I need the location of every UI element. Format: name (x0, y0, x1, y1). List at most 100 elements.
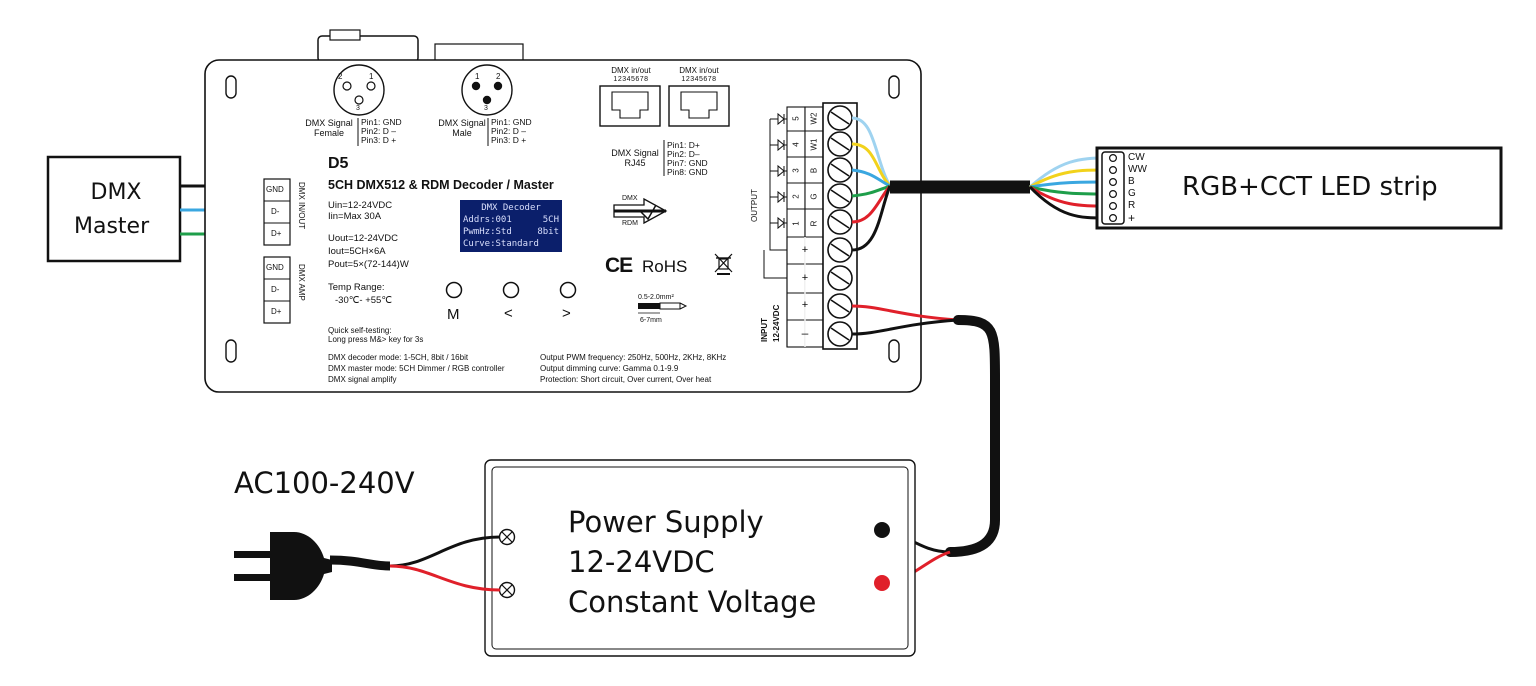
screw-terminals (822, 102, 858, 350)
rohs-mark: RoHS (642, 257, 688, 276)
dmx-amp-label: DMX AMP (297, 264, 306, 301)
left-terminal-dplus: D+ (271, 229, 282, 238)
dmx-inout-label: DMX IN/OUT (297, 182, 306, 230)
mount-hole-br (888, 339, 900, 363)
xlr-female-pin2: 2 (338, 72, 343, 81)
input-minus: – (801, 326, 809, 340)
rj45-port-1 (599, 85, 661, 127)
weee-bin-icon (714, 253, 733, 275)
ce-mark: CE (605, 254, 633, 277)
dmx-rdm-arrow (613, 197, 668, 225)
strip-wires (1028, 156, 1107, 220)
psu-line2: 12-24VDC (568, 545, 715, 579)
wire-gauge-label: 0.5-2.0mm² (638, 294, 674, 301)
psu-positive-terminal (874, 575, 890, 591)
ch3-num: 3 (791, 168, 801, 173)
button-left-label[interactable]: < (504, 305, 513, 322)
self-test: Quick self-testing:Long press M&> key fo… (328, 326, 424, 344)
left-terminal-gnd: GND (266, 185, 284, 194)
button-m-label[interactable]: M (447, 306, 460, 323)
output-plus-2: + (801, 272, 809, 284)
power-supply-label: Power Supply 12-24VDC Constant Voltage (568, 502, 816, 622)
power-supply-outer (484, 459, 916, 657)
led-strip-label: RGB+CCT LED strip (1182, 172, 1438, 202)
amp-terminal-dplus: D+ (271, 307, 282, 316)
dmx-master-label: DMX (88, 180, 144, 206)
dmx-master-line2: Master (74, 214, 150, 239)
input-voltage-label: 12-24VDC (772, 304, 781, 342)
xlr-female-pin1: 1 (369, 72, 374, 81)
mount-hole-tr (888, 75, 900, 99)
left-terminal-block (263, 178, 291, 324)
power-supply-inner (491, 466, 909, 650)
psu-negative-terminal (874, 522, 890, 538)
input-plus: + (801, 299, 809, 311)
xlr-male-pin3: 3 (484, 105, 488, 112)
button-right-label[interactable]: > (562, 305, 571, 322)
input-wires (851, 304, 959, 336)
amp-terminal-dminus: D- (271, 285, 280, 294)
dc-cable (945, 315, 1000, 557)
dmx-arrow-label: DMX (622, 195, 638, 202)
ch1-num: 1 (791, 221, 801, 226)
rj45-port-2 (668, 85, 730, 127)
led-strip-box (1095, 146, 1503, 230)
button-left-circle[interactable] (502, 281, 520, 299)
output-plus-1: + (801, 244, 809, 256)
output-info: Output PWM frequency: 250Hz, 500Hz, 2KHz… (540, 353, 727, 384)
ch4-name: W1 (809, 138, 819, 151)
psu-line3: Constant Voltage (568, 585, 817, 619)
ch2-name: G (809, 193, 819, 200)
ac-plug-icon (234, 532, 391, 600)
xlr-plug-cap (329, 29, 361, 41)
decoder-housing (204, 59, 922, 393)
ac-wires (389, 535, 501, 592)
decoder-subtitle: 5CH DMX512 & RDM Decoder / Master (328, 178, 554, 192)
input-label: INPUT (760, 318, 769, 342)
decoder-model: D5 (328, 155, 349, 172)
temp-range: Temp Range:-30℃- +55℃ (328, 282, 392, 306)
psu-line1: Power Supply (568, 505, 764, 539)
xlr-male-pin1: 1 (475, 72, 480, 81)
dmx-master-line1: DMX (90, 180, 142, 205)
mount-hole-bl (225, 339, 237, 363)
left-terminal-dminus: D- (271, 207, 280, 216)
wire-strip-length-label: 6-7mm (640, 317, 662, 324)
dmx-master-box (46, 155, 182, 263)
button-m-circle[interactable] (445, 281, 463, 299)
output-label: OUTPUT (750, 189, 759, 222)
xlr-male-pin2: 2 (496, 72, 501, 81)
xlr-male-connector (461, 64, 513, 116)
ch1-name: R (809, 220, 819, 227)
ac-input-label: AC100-240V (234, 466, 415, 500)
button-right-circle[interactable] (559, 281, 577, 299)
ch5-name: W2 (809, 112, 819, 125)
xlr-female-connector (333, 64, 385, 116)
output-terminal-labels (763, 106, 824, 348)
wire-strip-icon (638, 302, 688, 314)
ch3-name: B (809, 167, 819, 174)
ch4-num: 4 (791, 142, 801, 147)
ch5-num: 5 (791, 116, 801, 121)
amp-terminal-gnd: GND (266, 263, 284, 272)
led-strip-connector (1101, 151, 1125, 225)
ch2-num: 2 (791, 194, 801, 199)
xlr-female-pin3: 3 (356, 105, 360, 112)
mount-hole-tl (225, 75, 237, 99)
rdm-arrow-label: RDM (622, 220, 638, 227)
output-wires (851, 116, 892, 252)
